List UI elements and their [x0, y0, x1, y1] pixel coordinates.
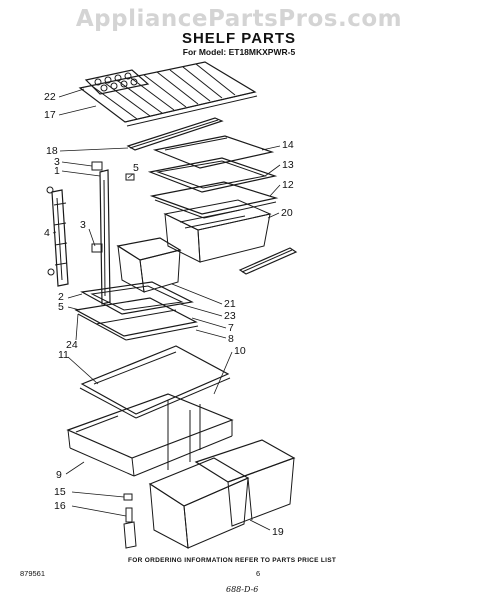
callout-9: 9	[56, 469, 62, 481]
callout-23: 23	[224, 310, 236, 322]
callout-4: 4	[44, 227, 50, 239]
callout-3-middle: 3	[80, 219, 86, 231]
crisper-drawers	[148, 439, 296, 549]
callout-17: 17	[44, 109, 56, 121]
callout-20: 20	[281, 207, 293, 219]
callout-16: 16	[54, 500, 66, 512]
watermark: AppliancePartsPros.com	[75, 6, 403, 32]
callout-1: 1	[54, 165, 60, 177]
callout-5-top: 5	[133, 162, 139, 174]
drawer-slide-rail	[238, 247, 298, 275]
lower-glass-shelf	[74, 281, 199, 341]
shelf-trim-strip	[126, 117, 224, 151]
callout-11: 11	[58, 349, 69, 361]
ordering-note: FOR ORDERING INFORMATION REFER TO PARTS …	[128, 557, 337, 564]
callout-10: 10	[234, 345, 246, 357]
callout-5-lower: 5	[58, 301, 64, 313]
callout-2: 2	[58, 291, 64, 303]
humidity-control	[123, 493, 137, 549]
callout-leader-lines	[52, 88, 281, 531]
crisper-cover-glass	[79, 345, 231, 419]
wire-shelf-with-egg-tray	[78, 61, 258, 127]
page-number: 6	[256, 569, 261, 578]
callout-15: 15	[54, 486, 66, 498]
callout-18: 18	[46, 145, 58, 157]
callout-19: 19	[272, 526, 284, 538]
callout-8: 8	[228, 333, 234, 345]
callout-12: 12	[282, 179, 294, 191]
callout-22: 22	[44, 91, 56, 103]
crisper-cover-frame	[66, 393, 234, 477]
callout-24: 24	[66, 339, 78, 351]
callout-21: 21	[224, 298, 236, 310]
shelf-ladder-rail-left	[46, 186, 69, 287]
page-title: SHELF PARTS	[181, 30, 297, 47]
callout-3-top: 3	[54, 156, 60, 168]
drawing-number: 879561	[20, 569, 46, 578]
callout-7: 7	[228, 322, 234, 334]
shelf-drawer	[163, 199, 272, 263]
handwritten-code: 688-D-6	[226, 585, 259, 594]
callout-13: 13	[282, 159, 294, 171]
callout-14: 14	[282, 139, 294, 151]
snack-bin	[116, 237, 182, 293]
glass-shelf-assembly	[147, 135, 279, 219]
model-number: For Model: ET18MKXPWR-5	[182, 47, 296, 57]
